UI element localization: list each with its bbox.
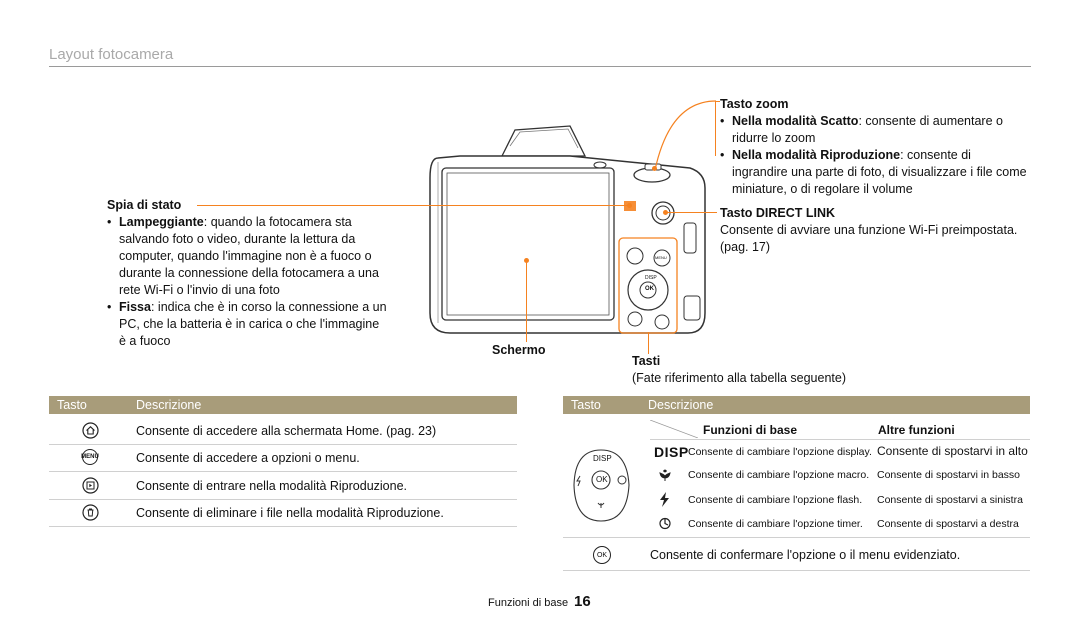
menu-icon: MENU <box>81 449 99 465</box>
right-row-4-other: Consente di spostarvi a destra <box>877 518 1019 530</box>
subheader-divider <box>650 439 1030 440</box>
spia-bullet-1-bold: Lampeggiante <box>119 215 204 229</box>
spia-b1-l3: computer, quando l'immagine non è a fuoc… <box>119 249 372 263</box>
left-table-header: Tasto Descrizione <box>49 396 517 414</box>
zoom-callout-dot <box>652 166 657 171</box>
ok-icon: OK <box>593 546 611 564</box>
left-table-col-tasto: Tasto <box>57 398 87 412</box>
right-ok-text: Consente di confermare l'opzione o il me… <box>650 548 961 562</box>
header-rule <box>49 66 1031 67</box>
directlink-callout-dot <box>663 210 668 215</box>
spia-b1-l2: salvando foto o video, durante la lettur… <box>119 232 356 246</box>
camera-ok-label: OK <box>645 286 654 292</box>
left-row-divider <box>49 471 517 472</box>
right-row-1-other: Consente di spostarvi in alto <box>877 444 1028 458</box>
spia-title: Spia di stato <box>107 198 182 212</box>
right-row-divider <box>563 537 1030 538</box>
zoom-callout-curve <box>654 100 717 171</box>
left-row-2-text: Consente di accedere a opzioni o menu. <box>136 451 360 465</box>
zoom-bullet-1-text: : consente di aumentare o <box>858 114 1003 128</box>
tasti-title: Tasti <box>632 354 661 368</box>
camera-menu-label: MENU <box>655 255 667 260</box>
nav-dial-ok-label: OK <box>596 475 608 484</box>
right-row-divider <box>563 570 1030 571</box>
right-table-col-tasto: Tasto <box>571 398 601 412</box>
left-table-col-descrizione: Descrizione <box>136 398 202 412</box>
trash-icon <box>82 504 99 526</box>
left-row-divider <box>49 526 517 527</box>
left-row-3-text: Consente di entrare nella modalità Ripro… <box>136 479 407 493</box>
right-row-2-other: Consente di spostarvi in basso <box>877 469 1020 481</box>
right-row-2-base: Consente di cambiare l'opzione macro. <box>688 469 870 481</box>
footer-section: Funzioni di base <box>488 597 569 609</box>
zoom-bullet-2-text: : consente di <box>900 148 971 162</box>
zoom-callout-line-v <box>715 101 716 156</box>
flash-icon <box>660 492 669 507</box>
zoom-bullet-1-cont: ridurre lo zoom <box>732 131 816 145</box>
schermo-callout-line <box>526 262 527 342</box>
spia-b1-l1: : quando la fotocamera sta <box>203 215 352 229</box>
home-icon <box>82 422 99 444</box>
zoom-bullet-1: Nella modalità Scatto: consente di aumen… <box>720 113 1040 147</box>
spia-bullet-2: Fissa: indica che è in corso la connessi… <box>107 299 397 350</box>
tasti-callout: Tasti (Fate riferimento alla tabella seg… <box>632 353 846 387</box>
nav-dial-disp-label: DISP <box>593 454 612 463</box>
right-table-col-descrizione: Descrizione <box>648 398 714 412</box>
schermo-label: Schermo <box>492 343 546 357</box>
spia-bullet-1: Lampeggiante: quando la fotocamera sta s… <box>107 214 397 299</box>
left-row-1-text: Consente di accedere alla schermata Home… <box>136 424 437 438</box>
zoom-callout-line-h <box>715 101 720 102</box>
playback-icon <box>82 477 99 499</box>
macro-icon <box>659 469 671 481</box>
subheader-diagonal <box>650 420 698 438</box>
zoom-bullet-1-bold: Nella modalità Scatto <box>732 114 859 128</box>
spia-b2-l3: è a fuoco <box>119 334 171 348</box>
zoom-bullet-2-bold: Nella modalità Riproduzione <box>732 148 901 162</box>
directlink-line-2: (pag. 17) <box>720 240 771 254</box>
disp-key-label: DISP <box>654 444 689 460</box>
spia-b2-l2: PC, che la batteria è in carica o che l'… <box>119 317 380 331</box>
left-row-4-text: Consente di eliminare i file nella modal… <box>136 506 444 520</box>
spia-callout-line <box>197 205 629 206</box>
zoom-title: Tasto zoom <box>720 97 789 111</box>
zoom-bullet-2-cont2: miniature, o di regolare il volume <box>732 182 913 196</box>
left-row-divider <box>49 499 517 500</box>
right-row-1-base: Consente di cambiare l'opzione display. <box>688 446 872 458</box>
zoom-bullet-2: Nella modalità Riproduzione: consente di… <box>720 147 1040 198</box>
directlink-callout-line <box>667 212 717 213</box>
footer-page-number: 16 <box>574 593 591 610</box>
camera-illustration <box>429 125 706 334</box>
schermo-callout-dot <box>524 258 529 263</box>
right-row-3-other: Consente di spostarvi a sinistra <box>877 494 1023 506</box>
timer-icon <box>659 517 671 530</box>
right-row-3-base: Consente di cambiare l'opzione flash. <box>688 494 863 506</box>
right-table-header: Tasto Descrizione <box>563 396 1030 414</box>
spia-b1-l5: rete Wi-Fi o l'invio di una foto <box>119 283 280 297</box>
directlink-title: Tasto DIRECT LINK <box>720 206 836 220</box>
zoom-callout: Tasto zoom Nella modalità Scatto: consen… <box>720 96 1040 198</box>
left-row-divider <box>49 444 517 445</box>
zoom-bullet-2-cont1: ingrandire una parte di foto, di visuali… <box>732 165 1027 179</box>
menu-icon-label: MENU <box>81 454 99 460</box>
subheader-base: Funzioni di base <box>703 423 798 437</box>
subheader-other: Altre funzioni <box>878 423 955 437</box>
ok-icon-label: OK <box>596 551 608 559</box>
spia-bullet-2-bold: Fissa <box>119 300 151 314</box>
directlink-line-1: Consente di avviare una funzione Wi-Fi p… <box>720 223 1018 237</box>
tasti-callout-line <box>648 332 649 354</box>
directlink-callout: Tasto DIRECT LINK Consente di avviare un… <box>720 205 1040 256</box>
camera-disp-label: DISP <box>645 275 657 281</box>
right-row-4-base: Consente di cambiare l'opzione timer. <box>688 518 863 530</box>
spia-callout-dot <box>627 203 632 208</box>
spia-b1-l4: durante la connessione della fotocamera … <box>119 266 379 280</box>
nav-dial-icon <box>573 449 630 522</box>
spia-callout: Spia di stato Lampeggiante: quando la fo… <box>107 197 397 350</box>
tasti-text: (Fate riferimento alla tabella seguente) <box>632 371 847 385</box>
page-header-title: Layout fotocamera <box>49 46 174 63</box>
spia-b2-l1: : indica che è in corso la connessione a… <box>150 300 387 314</box>
